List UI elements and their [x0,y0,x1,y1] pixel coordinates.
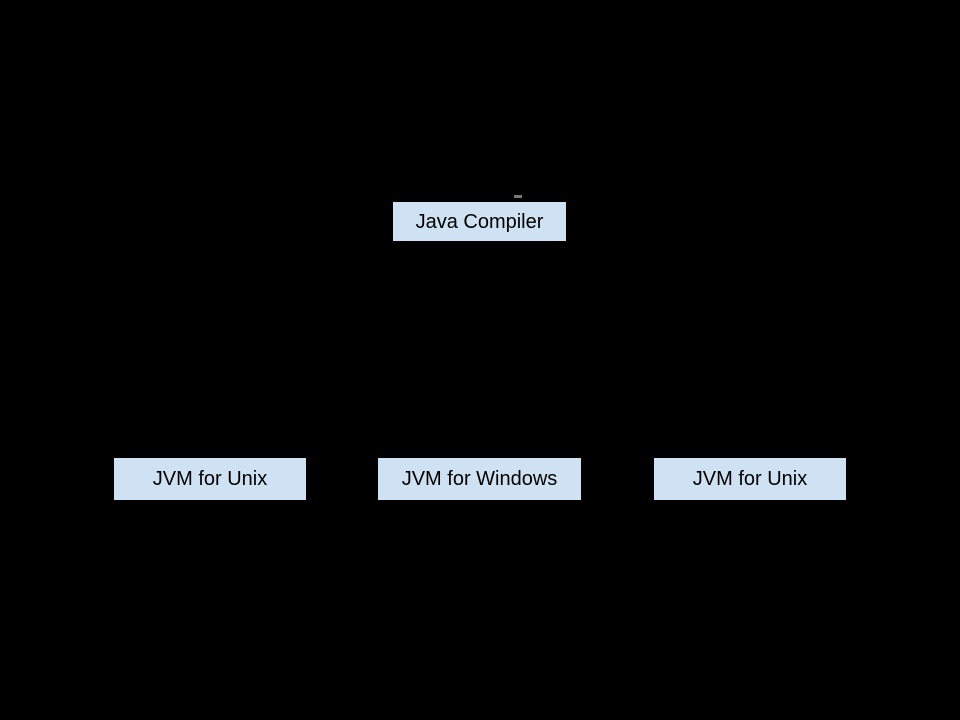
node-java-compiler-label: Java Compiler [415,210,544,233]
node-java-compiler: Java Compiler [393,202,566,241]
node-jvm-for-windows: JVM for Windows [378,458,581,500]
node-jvm-for-unix-2: JVM for Unix [654,458,846,500]
stray-artifact-mark [514,195,522,198]
node-jvm-for-unix-2-label: JVM for Unix [692,468,808,490]
node-jvm-for-unix-1: JVM for Unix [114,458,306,500]
node-jvm-for-windows-label: JVM for Windows [401,468,558,490]
node-jvm-for-unix-1-label: JVM for Unix [152,468,268,490]
